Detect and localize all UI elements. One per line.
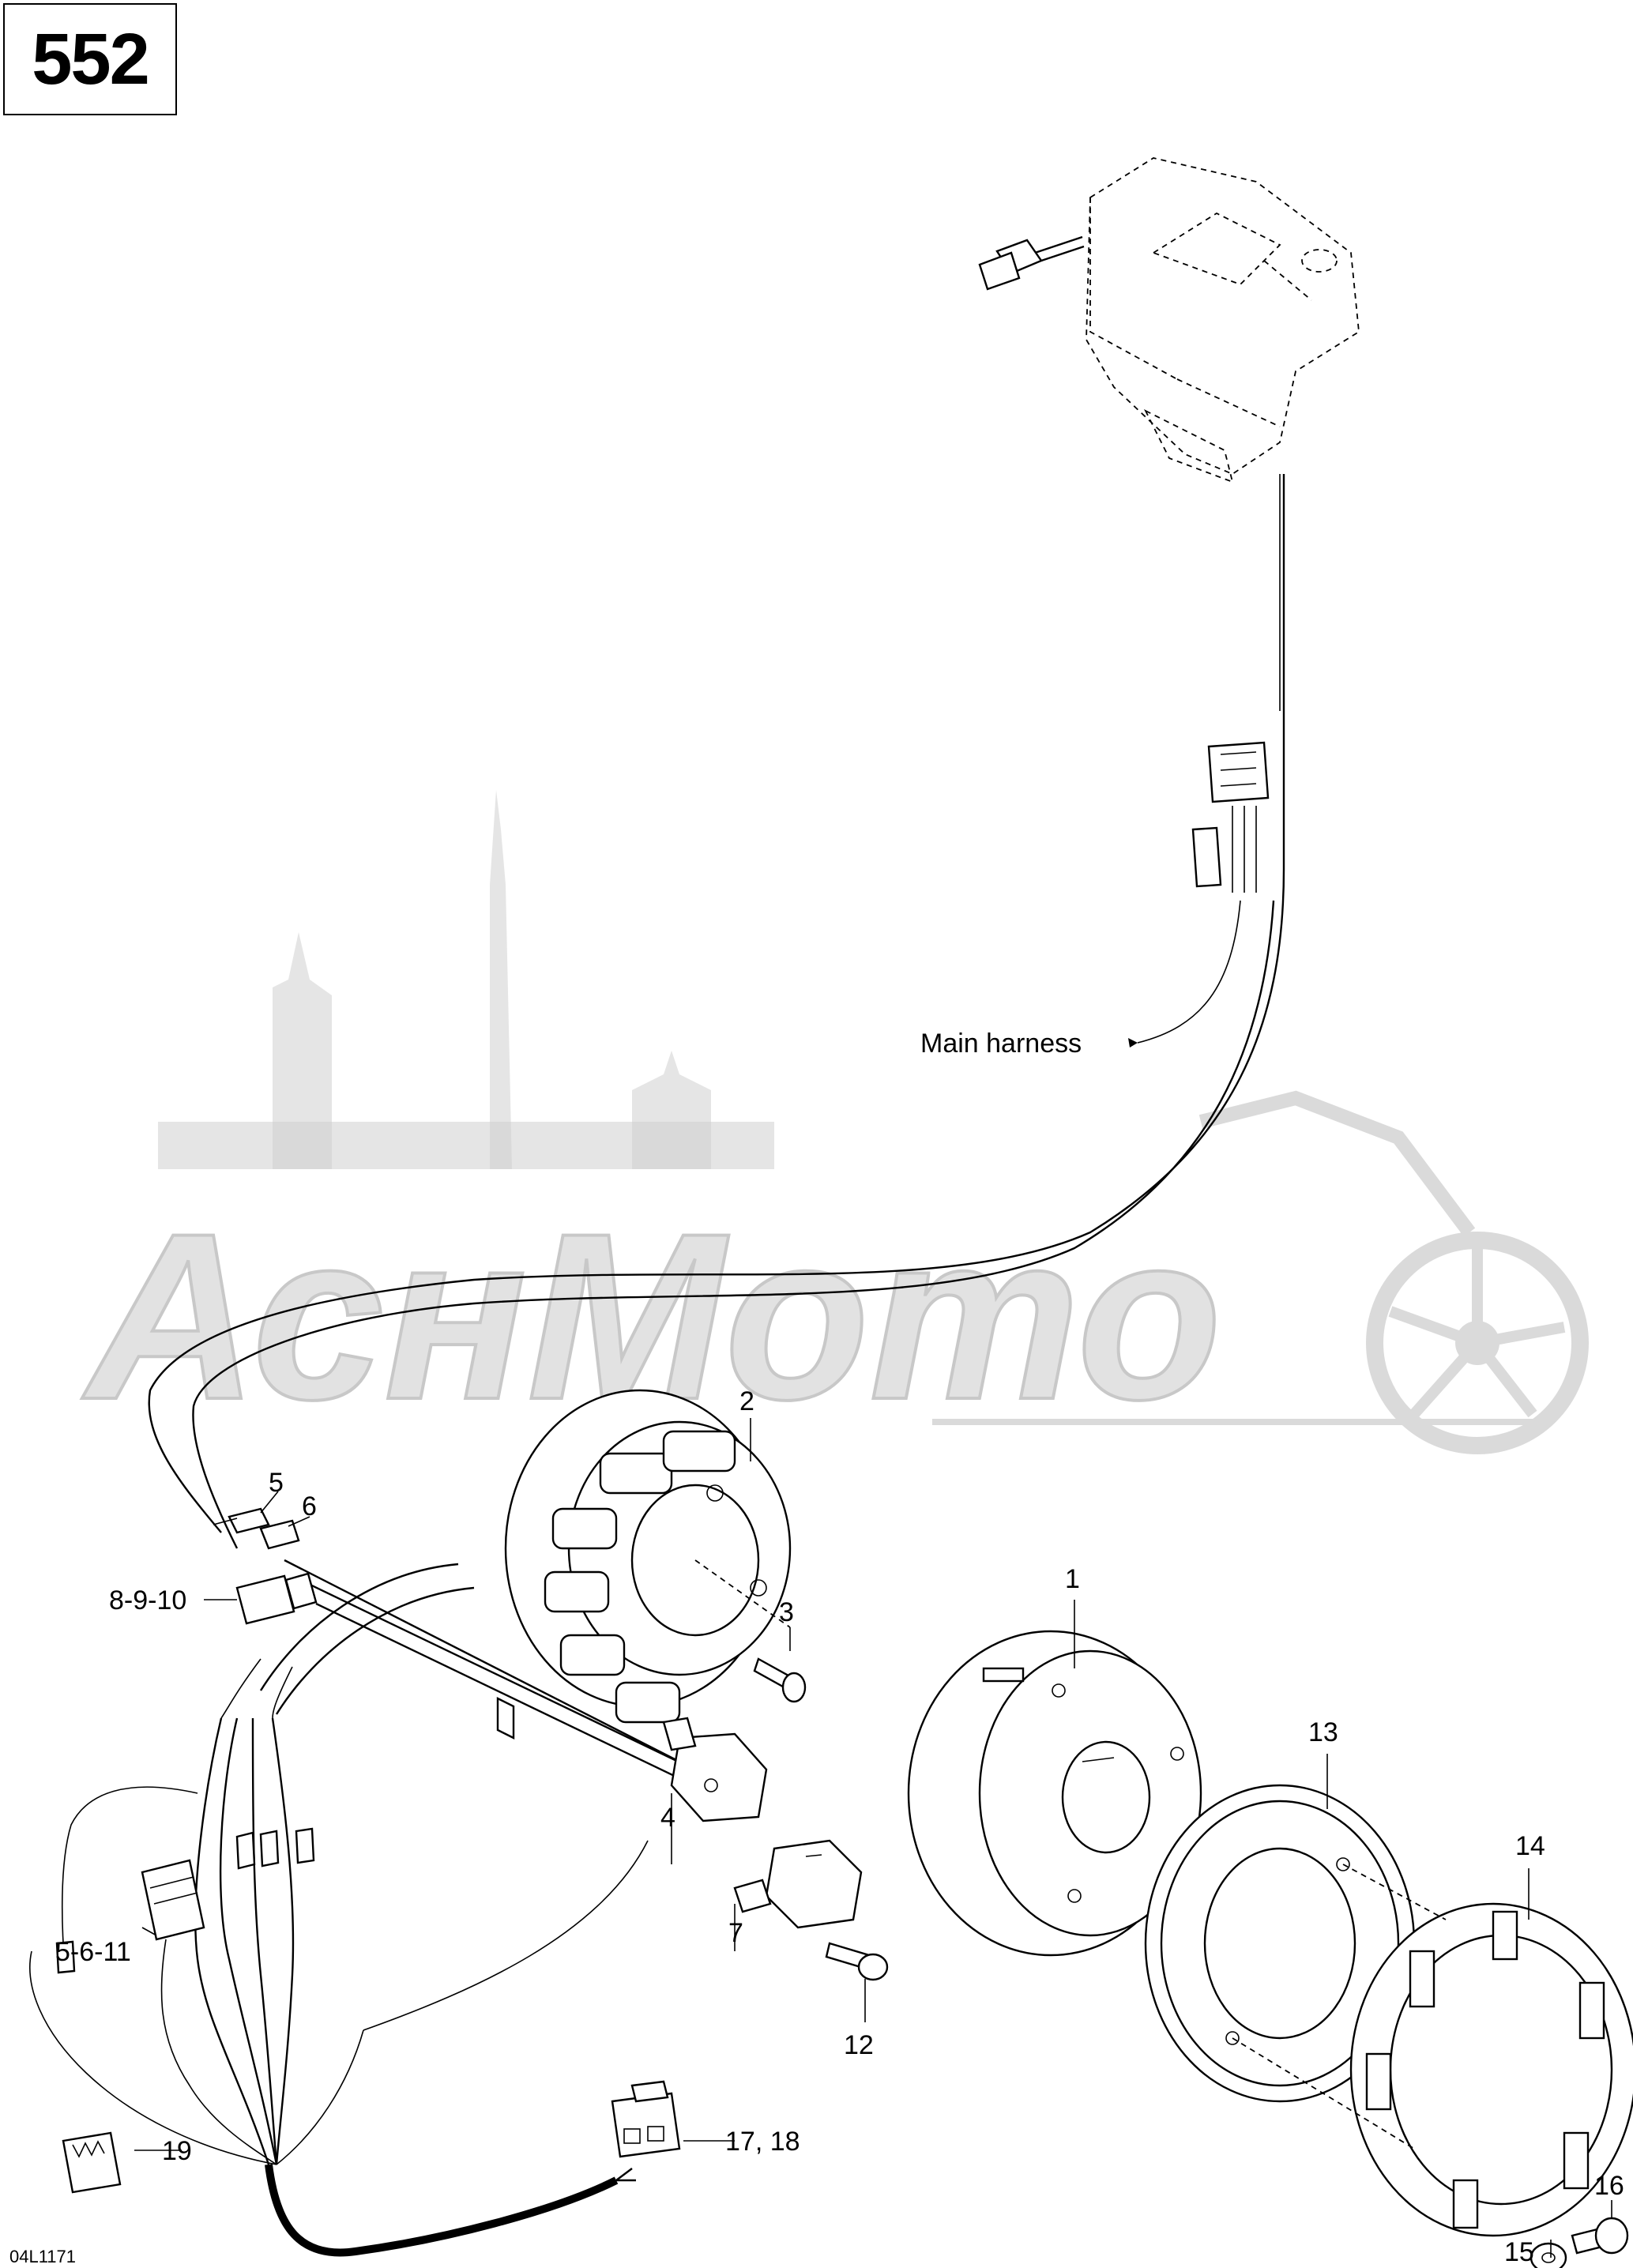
black-wire-lead: [265, 2164, 636, 2257]
ring-gear: [1144, 1784, 1416, 2103]
callout-7: 7: [728, 1918, 743, 1948]
screw-3: [753, 1657, 807, 1703]
watermark: АснМото: [78, 790, 1589, 1454]
callout-3: 3: [779, 1597, 794, 1627]
callout-19: 19: [162, 2136, 192, 2166]
harness-tube: [259, 1559, 728, 1803]
washer-15: [1530, 2242, 1567, 2268]
wire-loom-left: [29, 1658, 649, 2165]
trigger-coil: [733, 1839, 863, 1929]
voltage-regulator: [978, 157, 1360, 711]
callout-15: 15: [1504, 2237, 1534, 2267]
flywheel: [907, 1630, 1202, 1957]
stator: [504, 1389, 792, 1724]
callout-14: 14: [1515, 1831, 1545, 1861]
callout-5: 5: [269, 1468, 284, 1498]
screw-12: [825, 1942, 889, 1981]
watermark-lettering: АснМото: [80, 1183, 1222, 1449]
main-harness-wires: [148, 474, 1285, 1549]
main-harness-label: Main harness: [920, 1029, 1082, 1059]
callout-17-18: 17, 18: [725, 2127, 800, 2157]
bolt-16: [1571, 2217, 1629, 2255]
connector-5-6: [213, 1507, 300, 1550]
page-number-box: 552: [3, 3, 177, 115]
pickup-coil: [662, 1717, 768, 1822]
drawing-code: 04L1171: [9, 2247, 76, 2266]
callout-2: 2: [739, 1386, 754, 1416]
leader-lines: [134, 1418, 1612, 2258]
callout-4: 4: [660, 1803, 675, 1833]
connector-19: [62, 2131, 122, 2194]
callout-6: 6: [302, 1491, 317, 1521]
callout-1: 1: [1065, 1564, 1080, 1594]
callout-12: 12: [844, 2030, 874, 2060]
connector-17-18: [611, 2080, 681, 2158]
callout-5-6-11: 5-6-11: [55, 1937, 131, 1967]
callout-13: 13: [1308, 1717, 1338, 1747]
callout-8-9-10: 8-9-10: [109, 1585, 186, 1615]
page-number: 552: [32, 18, 149, 100]
callout-16: 16: [1594, 2171, 1624, 2201]
connector-8-9-10: [235, 1572, 318, 1625]
rotor-cover: [1232, 1864, 1633, 2237]
